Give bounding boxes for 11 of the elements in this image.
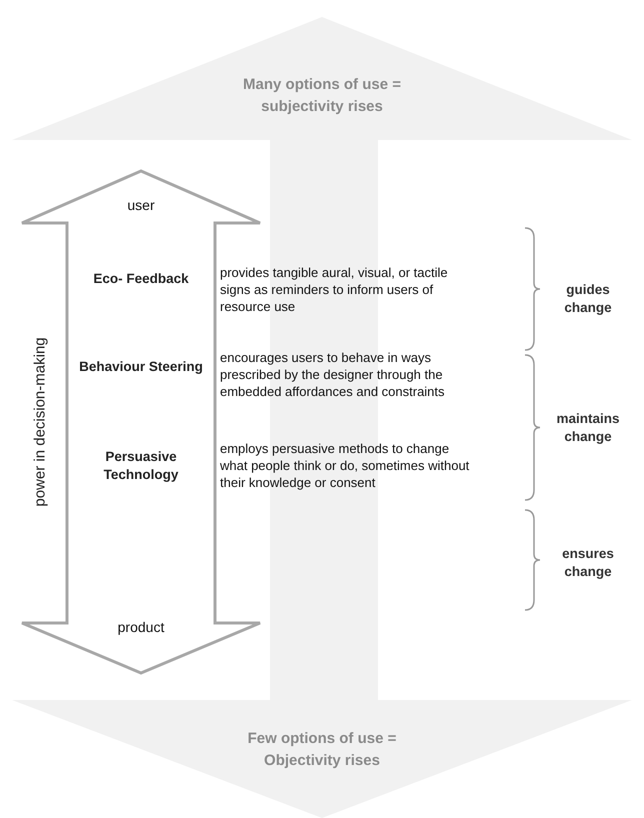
- arrow-heading: Few options of use = Objectivity rises: [246, 729, 398, 771]
- description-text: provides tangible aural, visual, or tactile signs as reminders to inform users of resource use: [220, 264, 449, 315]
- description-text: encourages users to behave in ways prescribed by the designer through the embedded affordances and constraints: [220, 349, 446, 400]
- description-text: employs persuasive methods to change what people think or do, sometimes without their knowledge or consent: [220, 440, 470, 491]
- outcome-label: ensures change: [561, 545, 615, 581]
- outcome-label: guides change: [563, 281, 613, 317]
- arrow-end-label: product: [116, 619, 166, 635]
- outcome-label: maintains change: [555, 410, 621, 446]
- axis-label: power in decision-making: [32, 336, 48, 509]
- arrow-heading: Many options of use = subjectivity rises: [242, 75, 402, 117]
- arrow-end-label: user: [126, 197, 156, 213]
